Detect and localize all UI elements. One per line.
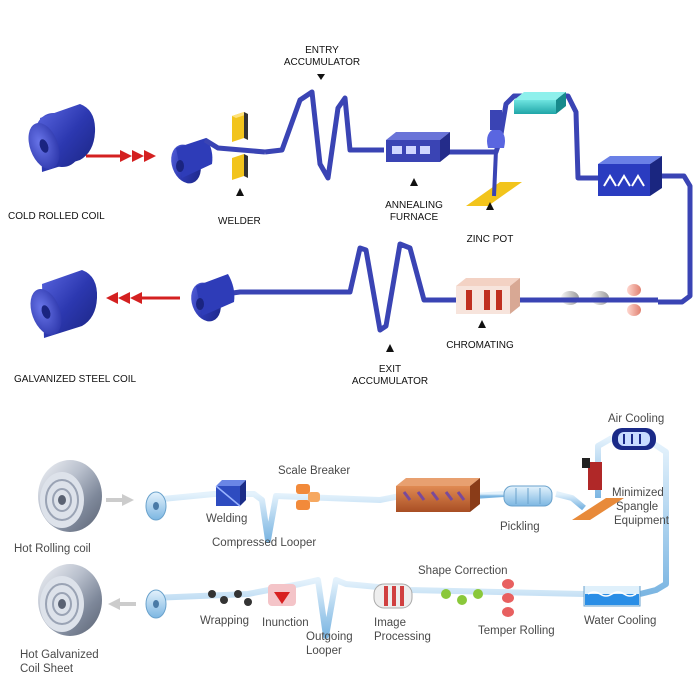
air-cooling-icon [612,428,656,450]
bottom-recoiler-icon [145,589,167,619]
galvanized-steel-coil-icon [30,270,98,338]
pickling-label: Pickling [500,521,540,533]
annealing-furnace-label-1: ANNEALING [385,200,443,211]
compressed-looper-label: Compressed Looper [212,537,316,549]
welding-label: Welding [206,513,247,525]
exit-accumulator-label-2: ACCUMULATOR [352,376,428,387]
recoiler-icon [191,274,235,322]
red-output-arrow-icon [106,292,180,304]
hot-rolling-coil-icon [38,460,102,532]
top-strip-exit [209,241,658,333]
hot-rolling-coil-label: Hot Rolling coil [14,543,91,555]
zinc-pot-icon [466,110,522,206]
minimized-spangle-label-2: Spangle [616,501,658,513]
air-cooling-label: Air Cooling [608,413,664,425]
zinc-pot-marker-icon [486,202,494,210]
shape-correction-icon [441,589,483,605]
annealing-furnace-marker-icon [410,178,418,186]
bottom-uncoiler-icon [145,491,167,521]
cold-rolled-coil-icon [28,104,96,172]
wrapping-label: Wrapping [200,615,249,627]
welding-icon [215,480,246,507]
image-processing-label-1: Image [374,617,406,629]
temper-rolling-label: Temper Rolling [478,625,555,637]
heating-furnace-icon [396,478,480,512]
outgoing-looper-label-2: Looper [306,645,342,657]
inunction-label: Inunction [262,617,309,629]
welder-marker-icon [236,188,244,196]
entry-accumulator-label-2: ACCUMULATOR [284,57,360,68]
welder-label: WELDER [218,216,261,227]
entry-accumulator-marker-icon [317,74,325,80]
hot-galvanized-label-2: Coil Sheet [20,663,74,675]
water-cooling-label: Water Cooling [584,615,656,627]
top-strip-entry [203,89,693,305]
minimized-spangle-label-1: Minimized [612,487,664,499]
inunction-icon [268,584,296,606]
exit-accumulator-marker-icon [386,344,394,352]
entry-accumulator-label-1: ENTRY [305,45,339,56]
cold-rolled-coil-label: COLD ROLLED COIL [8,211,105,222]
annealing-furnace-label-2: FURNACE [390,212,439,223]
chromating-label: CHROMATING [446,340,514,351]
image-processing-label-2: Processing [374,631,431,643]
hot-galvanized-coil-icon [38,564,102,636]
outgoing-looper-label-1: Outgoing [306,631,353,643]
welder-icon [232,112,248,180]
zinc-pot-label: ZINC POT [467,234,514,245]
exit-accumulator-label-1: EXIT [379,364,401,375]
pickling-icon [503,485,553,507]
chromating-marker-icon [478,320,486,328]
red-feed-arrow-icon [86,150,156,162]
chromating-icon [456,278,520,314]
hot-galvanized-label-1: Hot Galvanized [20,649,99,661]
temper-rolling-icon [502,579,514,617]
gray-feed-arrow-icon [106,494,134,506]
image-processing-icon [373,583,413,609]
zinc-bath-icon [572,458,624,520]
wrapping-icon [208,590,252,606]
galvanized-steel-coil-label: GALVANIZED STEEL COIL [14,374,137,385]
shape-correction-label: Shape Correction [418,565,508,577]
uncoiler-icon [171,138,213,184]
scale-breaker-label: Scale Breaker [278,465,350,477]
minimized-spangle-label-3: Equipment [614,515,670,527]
teal-cooling-unit-icon [514,92,566,114]
blue-water-tank-icon [598,156,662,196]
gray-output-arrow-icon [108,598,136,610]
annealing-furnace-icon [386,132,450,162]
scale-breaker-icon [296,484,320,510]
water-cooling-icon [583,586,641,607]
